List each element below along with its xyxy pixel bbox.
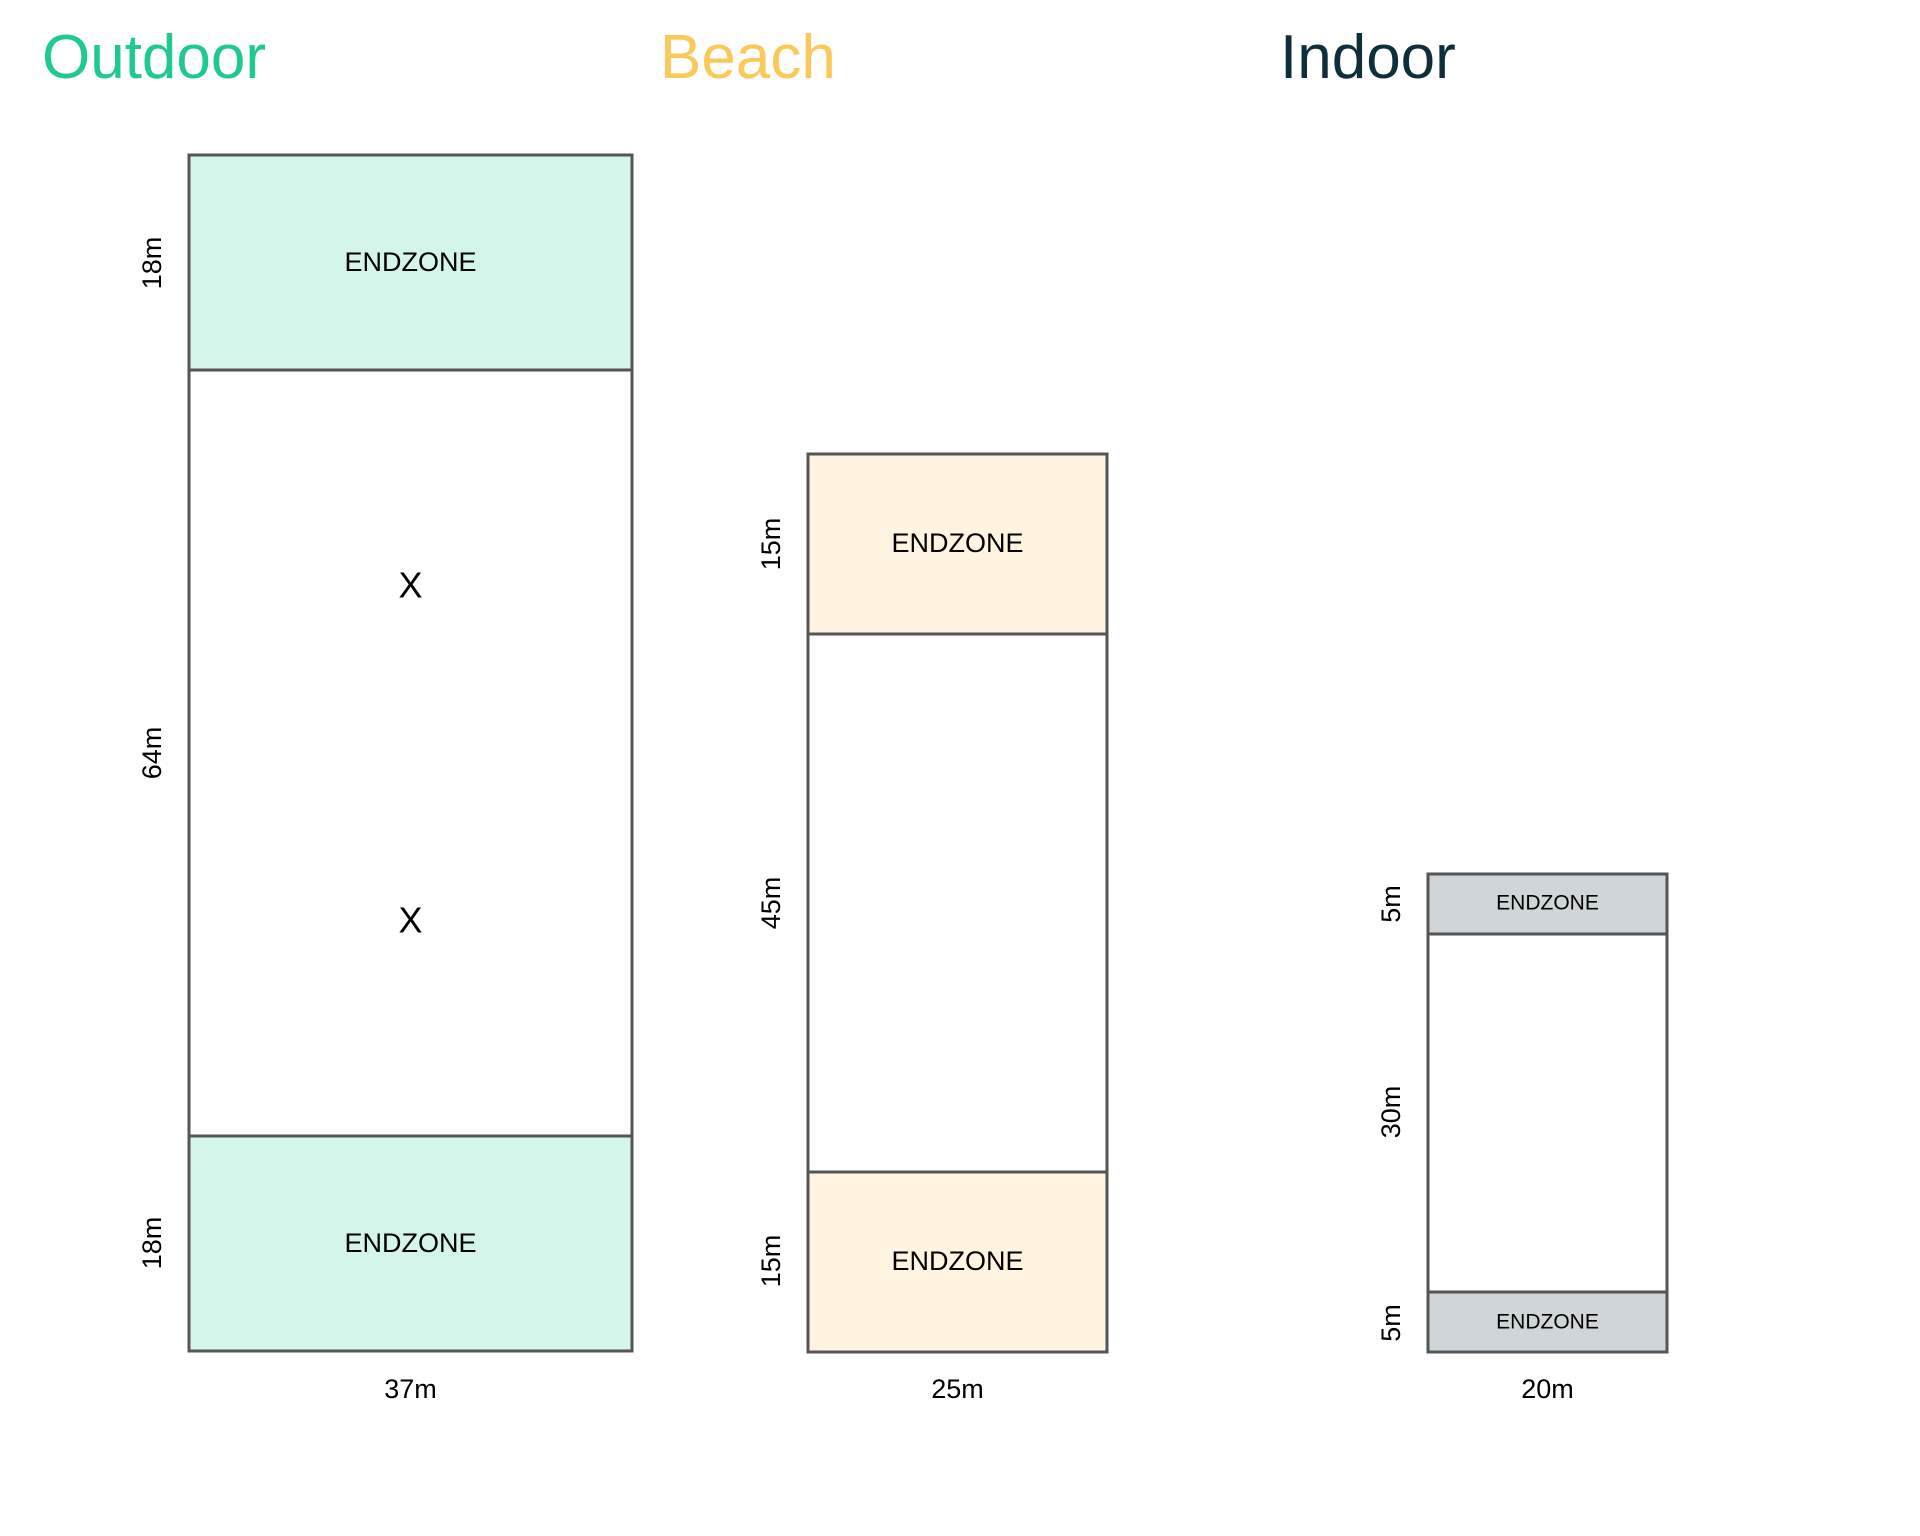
outdoor-width: 37m — [384, 1374, 437, 1404]
indoor-top-endzone-length: 5m — [1376, 885, 1406, 923]
outdoor-middle-length: 64m — [137, 727, 167, 780]
beach-bottom-endzone-label: ENDZONE — [891, 1246, 1023, 1276]
beach-bottom-endzone-length: 15m — [756, 1235, 786, 1288]
indoor-bottom-endzone-length: 5m — [1376, 1304, 1406, 1342]
indoor-middle-length: 30m — [1376, 1086, 1406, 1139]
outdoor-bottom-endzone-length: 18m — [137, 1217, 167, 1270]
outdoor-field-group: Outdoor ENDZONE ENDZONE X X 18m 64m 18m … — [42, 23, 634, 1404]
outdoor-field-outline — [187, 153, 634, 1353]
outdoor-top-endzone-length: 18m — [137, 237, 167, 290]
indoor-top-endzone-label: ENDZONE — [1496, 892, 1599, 915]
beach-top-endzone-length: 15m — [756, 518, 786, 571]
beach-title: Beach — [660, 23, 836, 92]
indoor-width: 20m — [1521, 1374, 1574, 1404]
beach-width: 25m — [931, 1374, 984, 1404]
outdoor-brick-mark-2: X — [398, 900, 422, 941]
outdoor-bottom-endzone — [187, 1134, 634, 1353]
indoor-bottom-endzone — [1426, 1290, 1669, 1354]
beach-middle-length: 45m — [756, 877, 786, 930]
indoor-field-outline — [1426, 872, 1669, 1354]
outdoor-brick-mark-1: X — [398, 565, 422, 606]
beach-field-outline — [806, 452, 1109, 1354]
outdoor-bottom-endzone-label: ENDZONE — [344, 1228, 476, 1258]
outdoor-top-endzone-label: ENDZONE — [344, 247, 476, 277]
indoor-bottom-endzone-label: ENDZONE — [1496, 1311, 1599, 1334]
beach-top-endzone-label: ENDZONE — [891, 528, 1023, 558]
beach-field-group: Beach ENDZONE ENDZONE 15m 45m 15m 25m — [660, 23, 1109, 1404]
outdoor-title: Outdoor — [42, 23, 266, 92]
indoor-field-group: Indoor ENDZONE ENDZONE 5m 30m 5m 20m — [1280, 23, 1669, 1404]
outdoor-top-endzone — [187, 153, 634, 372]
indoor-title: Indoor — [1280, 23, 1456, 92]
